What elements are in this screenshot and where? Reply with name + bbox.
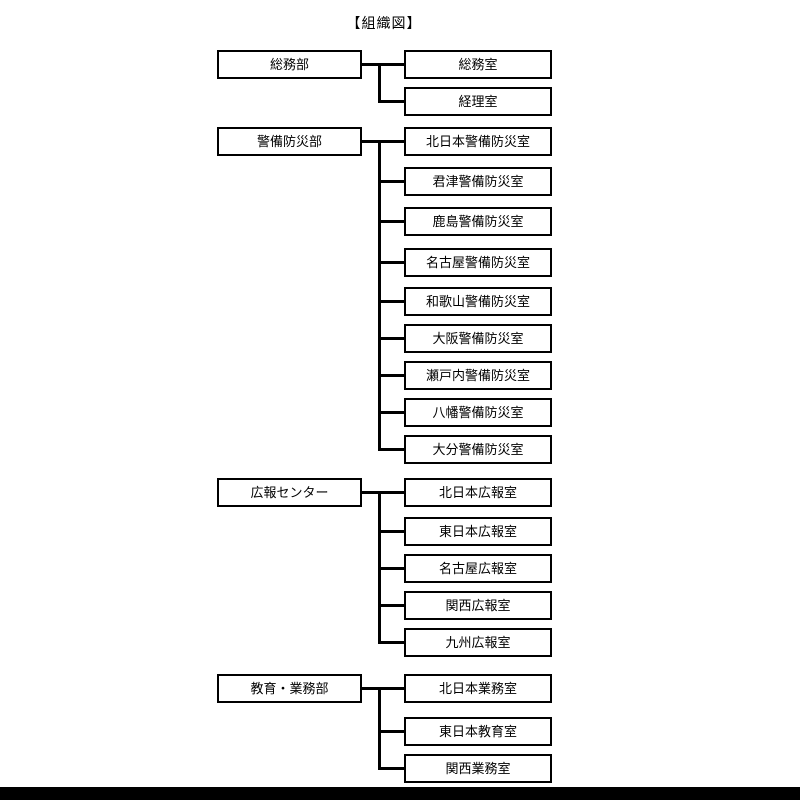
office-box: 東日本広報室 [404, 517, 552, 546]
office-box: 九州広報室 [404, 628, 552, 657]
connector-line [378, 100, 406, 103]
connector-line [378, 220, 406, 223]
connector-line [360, 63, 406, 66]
office-box: 名古屋警備防災室 [404, 248, 552, 277]
office-box: 瀬戸内警備防災室 [404, 361, 552, 390]
connector-line [360, 140, 406, 143]
office-box: 関西業務室 [404, 754, 552, 783]
connector-line [378, 411, 406, 414]
connector-line [378, 767, 406, 770]
dept-box-pr-center: 広報センター [217, 478, 362, 507]
office-box: 関西広報室 [404, 591, 552, 620]
connector-line [378, 337, 406, 340]
dept-box-security-disaster-prevention: 警備防災部 [217, 127, 362, 156]
office-box: 鹿島警備防災室 [404, 207, 552, 236]
connector-line [378, 261, 406, 264]
chart-title: 【組織図】 [346, 15, 422, 31]
connector-line [378, 180, 406, 183]
office-box: 北日本業務室 [404, 674, 552, 703]
office-box: 総務室 [404, 50, 552, 79]
connector-trunk [378, 687, 381, 770]
office-box: 和歌山警備防災室 [404, 287, 552, 316]
connector-trunk [378, 140, 381, 451]
office-box: 大阪警備防災室 [404, 324, 552, 353]
connector-line [378, 374, 406, 377]
connector-trunk [378, 63, 381, 103]
connector-line [378, 604, 406, 607]
connector-line [378, 530, 406, 533]
connector-line [378, 567, 406, 570]
connector-line [378, 300, 406, 303]
connector-line [360, 491, 406, 494]
dept-box-general-affairs: 総務部 [217, 50, 362, 79]
office-box: 名古屋広報室 [404, 554, 552, 583]
bottom-black-bar [0, 787, 800, 800]
connector-line [378, 641, 406, 644]
dept-box-education-operations: 教育・業務部 [217, 674, 362, 703]
office-box: 君津警備防災室 [404, 167, 552, 196]
connector-line [360, 687, 406, 690]
office-box: 東日本教育室 [404, 717, 552, 746]
office-box: 経理室 [404, 87, 552, 116]
office-box: 北日本警備防災室 [404, 127, 552, 156]
office-box: 大分警備防災室 [404, 435, 552, 464]
connector-line [378, 730, 406, 733]
office-box: 八幡警備防災室 [404, 398, 552, 427]
connector-line [378, 448, 406, 451]
office-box: 北日本広報室 [404, 478, 552, 507]
